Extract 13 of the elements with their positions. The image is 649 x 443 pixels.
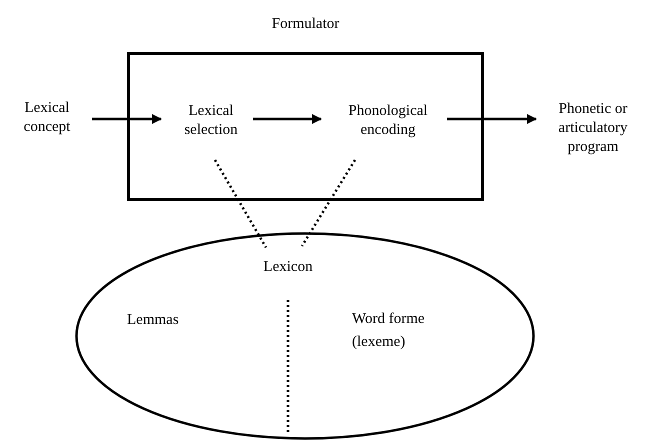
node-label: Formulator bbox=[272, 15, 340, 34]
node-label: Lemmas bbox=[127, 312, 179, 328]
node-label: Phonetic or articulatory program bbox=[557, 100, 629, 156]
arrow bbox=[253, 114, 322, 124]
arrow bbox=[92, 114, 162, 124]
node-label: Phonological encoding bbox=[347, 102, 429, 140]
node-label: Word forme (lexeme) bbox=[352, 310, 426, 352]
node-label: Lexicon bbox=[263, 258, 313, 277]
node-label: Lexical selection bbox=[183, 102, 239, 140]
node-label: Lexical concept bbox=[22, 99, 72, 137]
dotted-line bbox=[300, 159, 356, 247]
dotted-line bbox=[214, 159, 268, 248]
arrow bbox=[447, 114, 537, 124]
